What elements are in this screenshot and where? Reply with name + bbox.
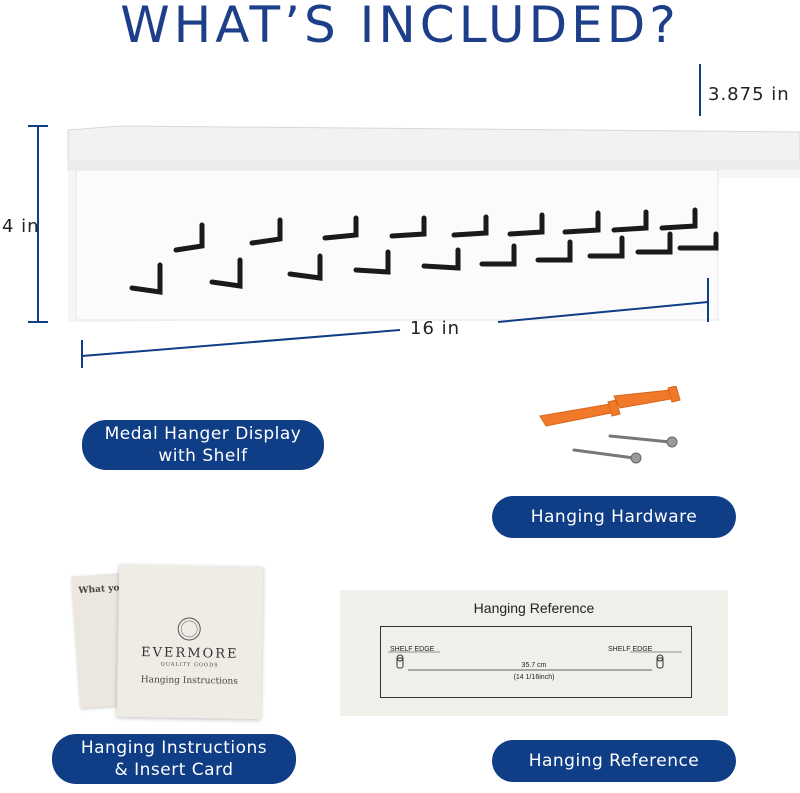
hook-16	[535, 239, 573, 263]
hanging-reference-card: Hanging Reference SHELF EDGE SHELF EDGE …	[340, 590, 728, 716]
instructions-front-card: EVERMORE QUALITY GOODS Hanging Instructi…	[116, 564, 264, 720]
hook-11	[209, 257, 243, 289]
hook-8	[611, 209, 649, 233]
hook-5	[451, 214, 489, 238]
brand-name: EVERMORE	[140, 645, 239, 662]
shelf-illustration	[28, 64, 800, 368]
hook-2	[249, 217, 283, 246]
reference-frame	[380, 626, 692, 698]
hardware-illustration	[539, 386, 681, 464]
evermore-logo-icon	[177, 617, 201, 641]
hook-17	[587, 235, 625, 259]
hardware-label-text: Hanging Hardware	[530, 507, 698, 527]
right-shelf-edge-label: SHELF EDGE	[608, 646, 653, 653]
hook-15	[479, 243, 517, 267]
card-subtitle: Hanging Instructions	[140, 675, 238, 687]
hook-3	[322, 215, 359, 241]
width-dimension-label: 16 in	[410, 318, 461, 339]
reference-card-title: Hanging Reference	[473, 600, 595, 616]
height-dimension-label: 4 in	[2, 216, 40, 237]
measure-cm-label: 35.7 cm	[521, 662, 547, 669]
shelf-label-pill: Medal Hanger Display with Shelf	[82, 420, 324, 470]
measure-inch-label: (14 1/16inch)	[513, 674, 555, 681]
brand-tagline: QUALITY GOODS	[160, 661, 219, 669]
hook-19	[677, 231, 719, 251]
hooks-group	[129, 207, 719, 295]
keyhole-icon	[396, 654, 664, 669]
reference-label-pill: Hanging Reference	[492, 740, 736, 782]
hook-9	[659, 207, 698, 231]
shelf-label-text: Medal Hanger Display with Shelf	[104, 424, 302, 466]
instructions-label-pill: Hanging Instructions & Insert Card	[52, 734, 296, 784]
hook-4	[389, 215, 427, 239]
page-title: WHAT’S INCLUDED?	[120, 0, 680, 54]
hook-18	[635, 231, 673, 255]
hook-10	[129, 262, 163, 295]
hook-14	[421, 247, 461, 271]
reference-label-text: Hanging Reference	[528, 751, 700, 771]
hook-6	[507, 212, 545, 237]
hook-12	[287, 253, 323, 281]
depth-dimension-label: 3.875 in	[708, 84, 790, 105]
hardware-label-pill: Hanging Hardware	[492, 496, 736, 538]
screw-icon	[572, 434, 672, 460]
wall-anchor-icon	[539, 386, 681, 427]
hook-1	[173, 222, 205, 253]
instructions-label-text: Hanging Instructions & Insert Card	[80, 738, 268, 780]
hook-7	[562, 210, 601, 235]
reference-marks	[388, 651, 682, 671]
hook-13	[353, 249, 391, 275]
left-shelf-edge-label: SHELF EDGE	[390, 646, 435, 653]
